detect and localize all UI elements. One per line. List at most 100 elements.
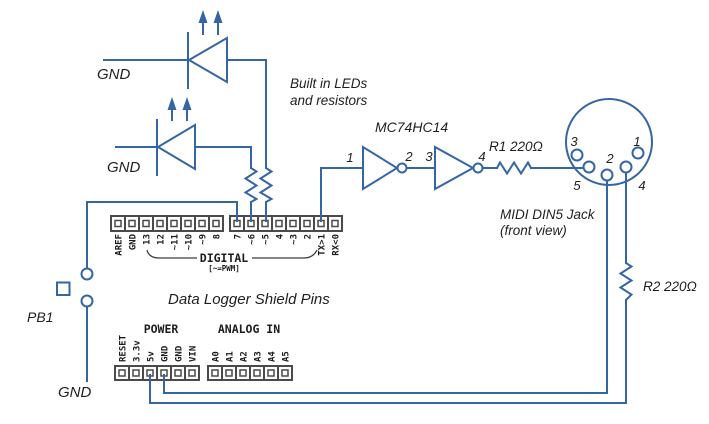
inverter-pin1-label: 1 [346, 150, 353, 165]
pin-label: 7 [234, 234, 244, 239]
pin-8: 8 [208, 215, 224, 239]
text-labels: GND GND GND PB1 Built in LEDs and resist… [27, 66, 697, 401]
pushbutton-pb1 [56, 267, 94, 308]
wire-gnd-rail [163, 180, 608, 394]
led1-arrow-head [198, 10, 223, 23]
hex-inverter-1 [362, 145, 408, 191]
pin-33v: 3.3v [128, 340, 144, 381]
gnd-label-mid: GND [107, 159, 141, 176]
din-pin-3 [570, 148, 584, 162]
midi-jack-label-line2: (front view) [500, 223, 567, 238]
inverter-pin3-label: 3 [425, 149, 433, 164]
pin-gnd: GND [124, 215, 140, 250]
ic-name-label: MC74HC14 [375, 119, 448, 135]
pin-label: 13 [143, 234, 153, 245]
pin-label: GND [161, 345, 171, 362]
din-pin3-label: 3 [570, 134, 578, 149]
pin-label: GND [175, 345, 185, 362]
pin-label: ~9 [199, 234, 209, 245]
din-pin-1 [631, 146, 645, 160]
pin-a2: A2 [235, 351, 251, 381]
led1-arrow-shaft [202, 22, 219, 35]
inverter-pin2-label: 2 [404, 149, 413, 164]
din-pin-4 [619, 160, 633, 174]
pin-a5: A5 [277, 351, 293, 381]
pin-label: AREF [115, 234, 125, 256]
wire-5v-rail [149, 299, 627, 404]
pb1-button-cap [56, 281, 71, 296]
pin-label: 4 [276, 233, 286, 239]
wires [86, 59, 627, 404]
pin-2: 2 [299, 215, 315, 239]
pin-aref: AREF [110, 215, 126, 256]
led2-arrow-head [167, 97, 192, 110]
pin-a1: A1 [221, 351, 237, 381]
pin-rx0: RX<0 [327, 215, 343, 256]
inverter2-triangle [434, 145, 476, 191]
built-in-resistor-2 [258, 167, 274, 203]
pin-6: ~6 [243, 215, 259, 245]
din-pin4-label: 4 [638, 178, 645, 193]
led-2 [156, 97, 196, 176]
pb1-label: PB1 [27, 309, 53, 325]
pin-label: ~11 [171, 234, 181, 250]
resistor-r1 [496, 160, 532, 176]
pin-11: ~11 [166, 215, 182, 250]
pin-reset: RESET [114, 334, 130, 381]
pin-label: A0 [212, 351, 222, 362]
pin-12: 12 [152, 215, 168, 245]
din-pin2-label: 2 [605, 151, 614, 166]
pin-label: ~3 [290, 234, 300, 245]
pin-label: A4 [268, 351, 278, 362]
din-pin1-label: 1 [633, 134, 640, 149]
digital-brace [146, 249, 318, 259]
pwm-note: [~=PWM] [208, 264, 240, 273]
led2-triangle [156, 123, 196, 171]
resistor-r2 [618, 262, 634, 301]
built-in-leds-note-line2: and resistors [290, 93, 368, 108]
din-shell [565, 98, 653, 186]
gnd-label-bottom: GND [58, 384, 92, 401]
pin-label: 3.3v [133, 340, 143, 362]
wire-tx1-to-inv [320, 167, 364, 222]
wire-led2-anode [194, 146, 252, 169]
hex-inverter-2 [434, 145, 484, 191]
wire-pin7-to-pb1 [86, 201, 238, 269]
pin-a3: A3 [249, 351, 265, 381]
pin-gnd: GND [170, 345, 186, 381]
pb1-terminal-top [80, 267, 94, 281]
pin-label: 8 [213, 234, 223, 239]
pin-4: 4 [271, 215, 287, 239]
pin-label: 5v [147, 351, 157, 362]
r2-label: R2 220Ω [643, 279, 697, 294]
led2-arrow-shaft [171, 109, 188, 121]
shield-title: Data Logger Shield Pins [168, 291, 330, 308]
din-pin-2 [600, 168, 614, 182]
pin-vin: VIN [184, 346, 200, 381]
power-heading: POWER [144, 322, 179, 336]
pin-label: GND [129, 233, 139, 250]
pin-label: RX<0 [332, 234, 342, 256]
inverter1-triangle [362, 145, 399, 191]
pin-a0: A0 [207, 351, 223, 381]
din-pin5-label: 5 [573, 178, 581, 193]
pin-10: ~10 [180, 215, 196, 250]
pin-label: ~10 [185, 234, 195, 250]
pin-label: A3 [254, 351, 264, 362]
midi-din5-jack [565, 98, 653, 186]
built-in-resistor-1 [243, 167, 259, 203]
pin-label: VIN [189, 346, 199, 362]
wire-led1-anode [226, 59, 267, 169]
pin-label: A5 [282, 351, 292, 362]
inverter-pin4-label: 4 [478, 149, 485, 164]
pin-label: 2 [304, 234, 314, 239]
pin-label: A1 [226, 351, 236, 362]
digital-heading: DIGITAL [200, 251, 249, 265]
pin-label: ~6 [248, 234, 258, 245]
built-in-leds-note-line1: Built in LEDs [290, 76, 368, 91]
